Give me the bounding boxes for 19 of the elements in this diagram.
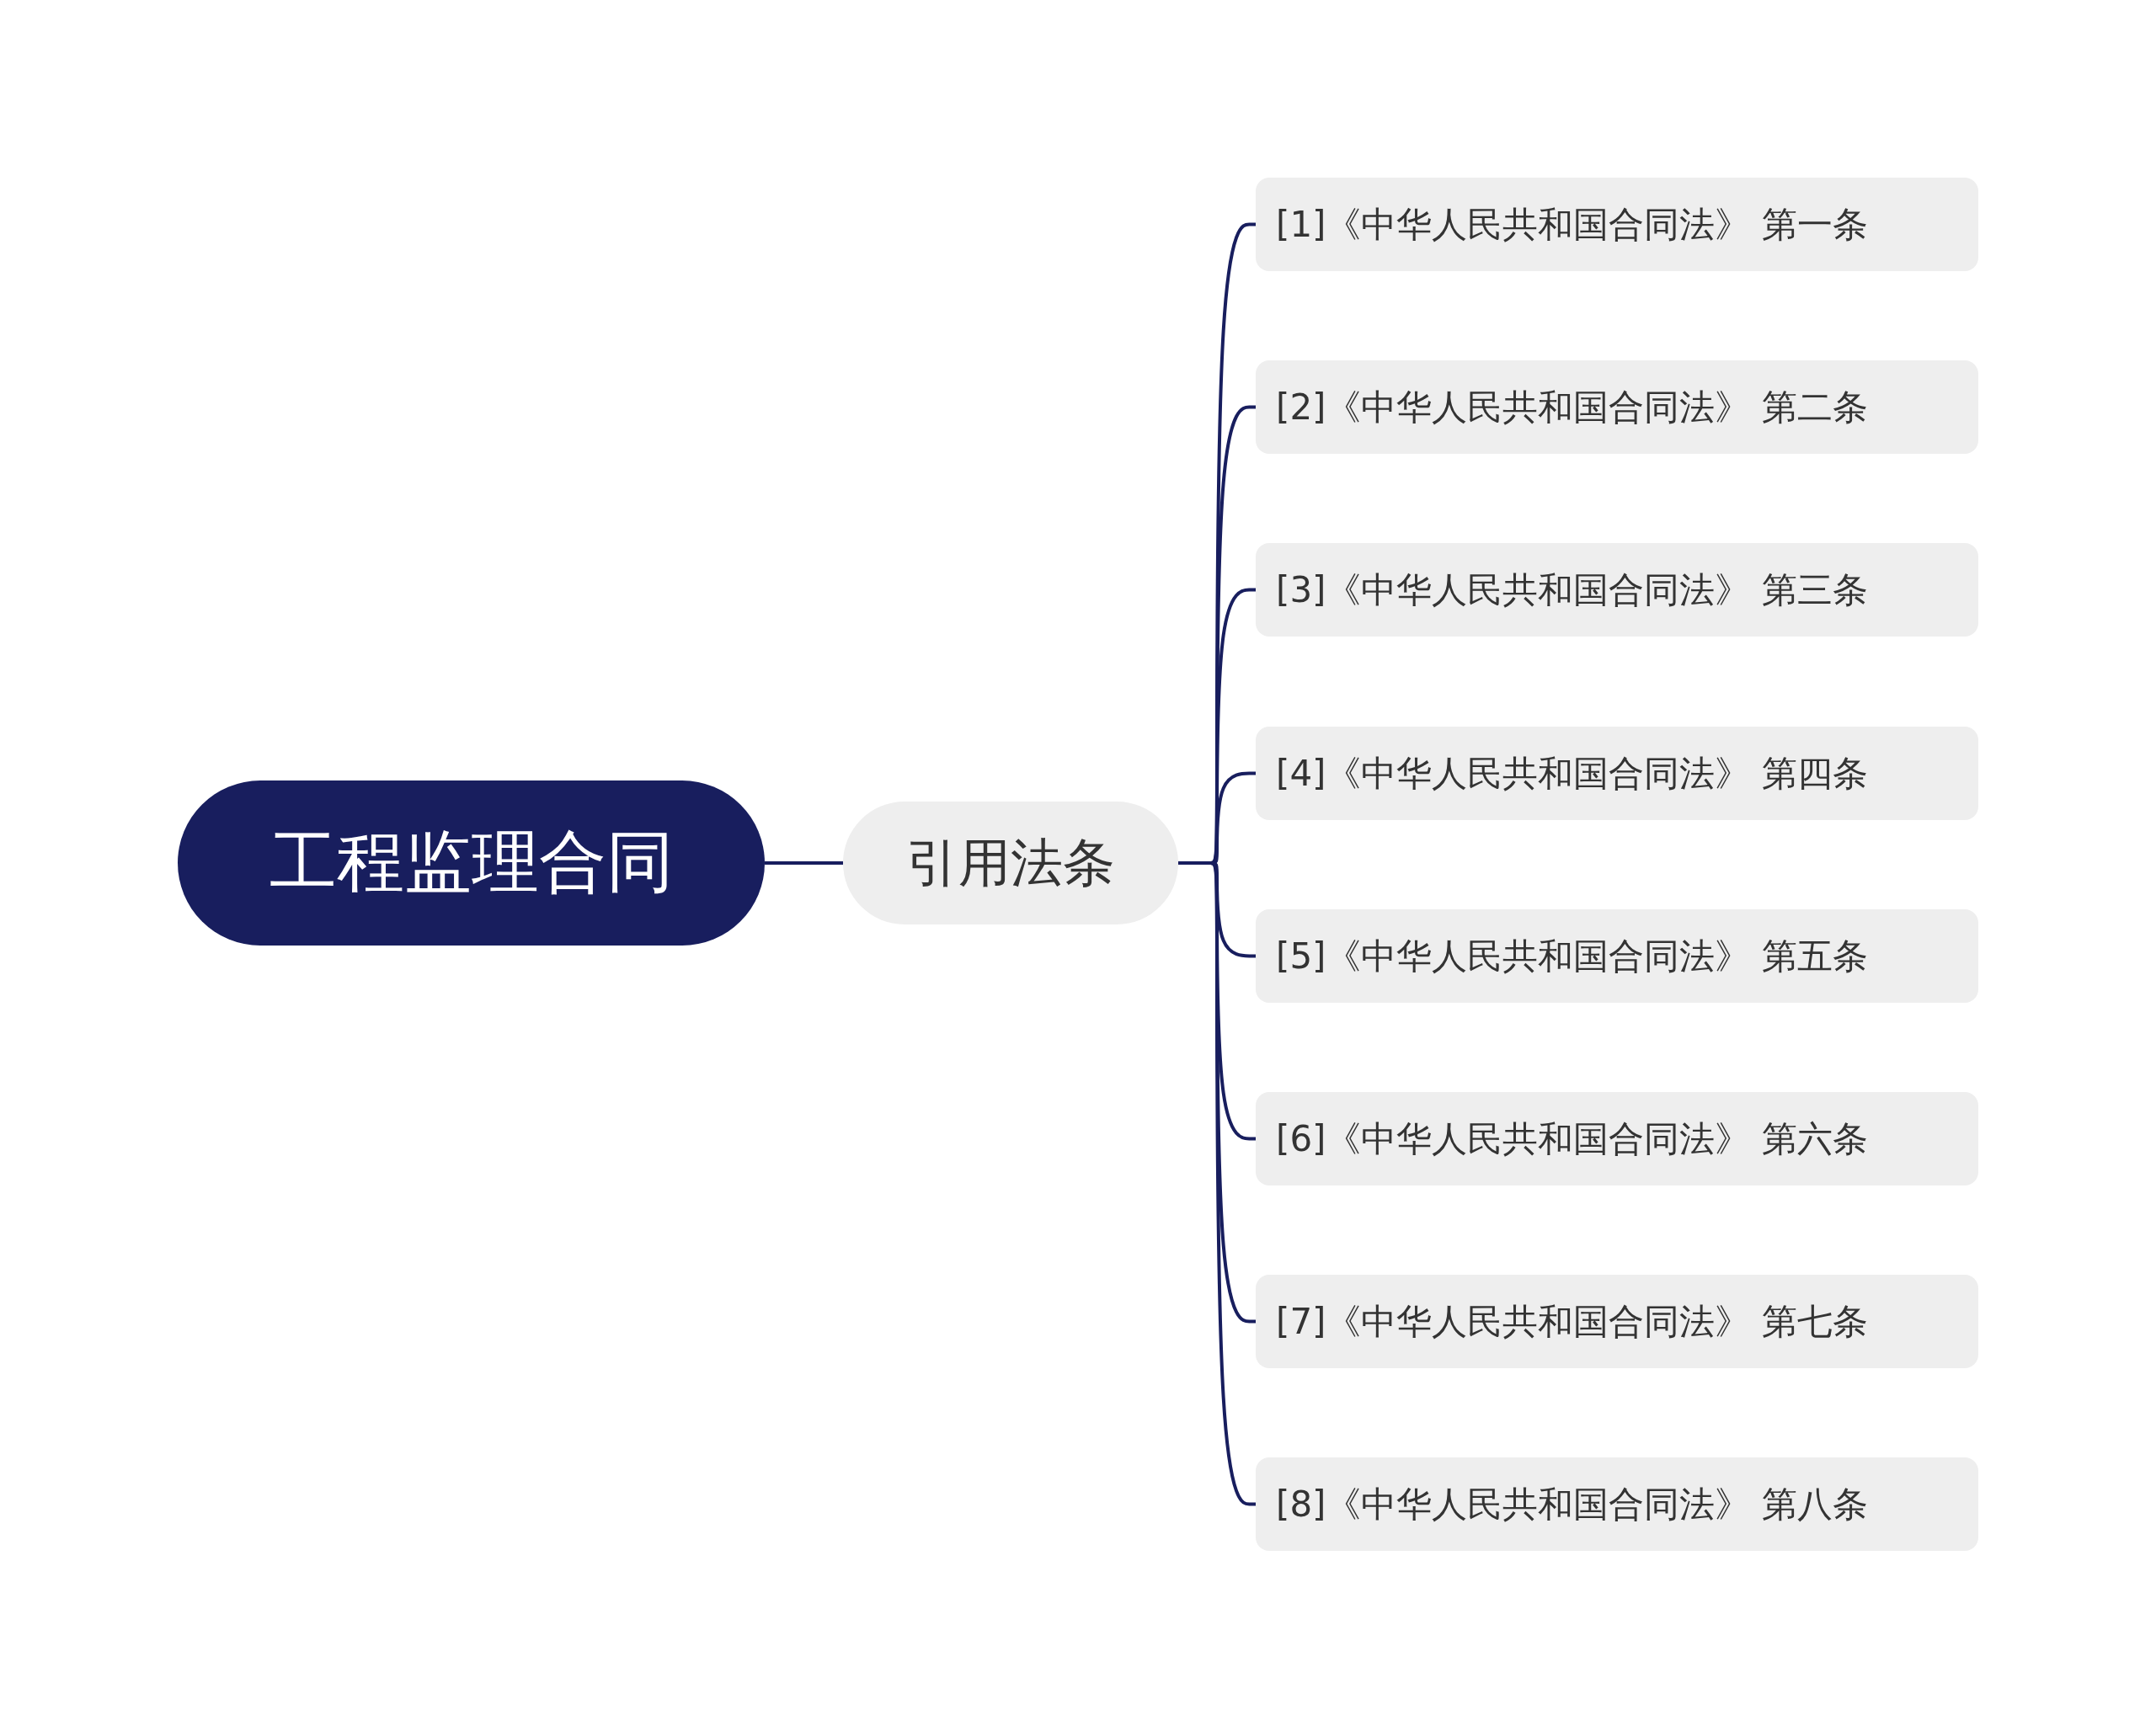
- subtopic: [1256, 1092, 1978, 1185]
- subtopic: [1256, 727, 1978, 820]
- topic-text: [1]《中华人民共和国合同法》 第一条: [1276, 202, 1868, 247]
- subtopic: [1256, 909, 1978, 1003]
- subtopic: [1256, 543, 1978, 637]
- subtopic: [1256, 178, 1978, 271]
- topic-text: [8]《中华人民共和国合同法》 第八条: [1276, 1482, 1868, 1526]
- subtopic: [1256, 1457, 1978, 1551]
- topic-text: [3]《中华人民共和国合同法》 第三条: [1276, 567, 1868, 612]
- topic-text: [2]《中华人民共和国合同法》 第二条: [1276, 385, 1868, 429]
- topic-text: [7]《中华人民共和国合同法》 第七条: [1276, 1299, 1868, 1344]
- subtopic: [1256, 360, 1978, 454]
- topic-text: [5]《中华人民共和国合同法》 第五条: [1276, 934, 1868, 978]
- topic-text: 工程监理合同: [269, 822, 674, 903]
- subtopic: [1256, 1275, 1978, 1368]
- topic-text: [6]《中华人民共和国合同法》 第六条: [1276, 1116, 1868, 1161]
- topic-text: 引用法条: [906, 831, 1115, 895]
- connector-line: [765, 861, 843, 865]
- topic-text: [4]《中华人民共和国合同法》 第四条: [1276, 751, 1868, 796]
